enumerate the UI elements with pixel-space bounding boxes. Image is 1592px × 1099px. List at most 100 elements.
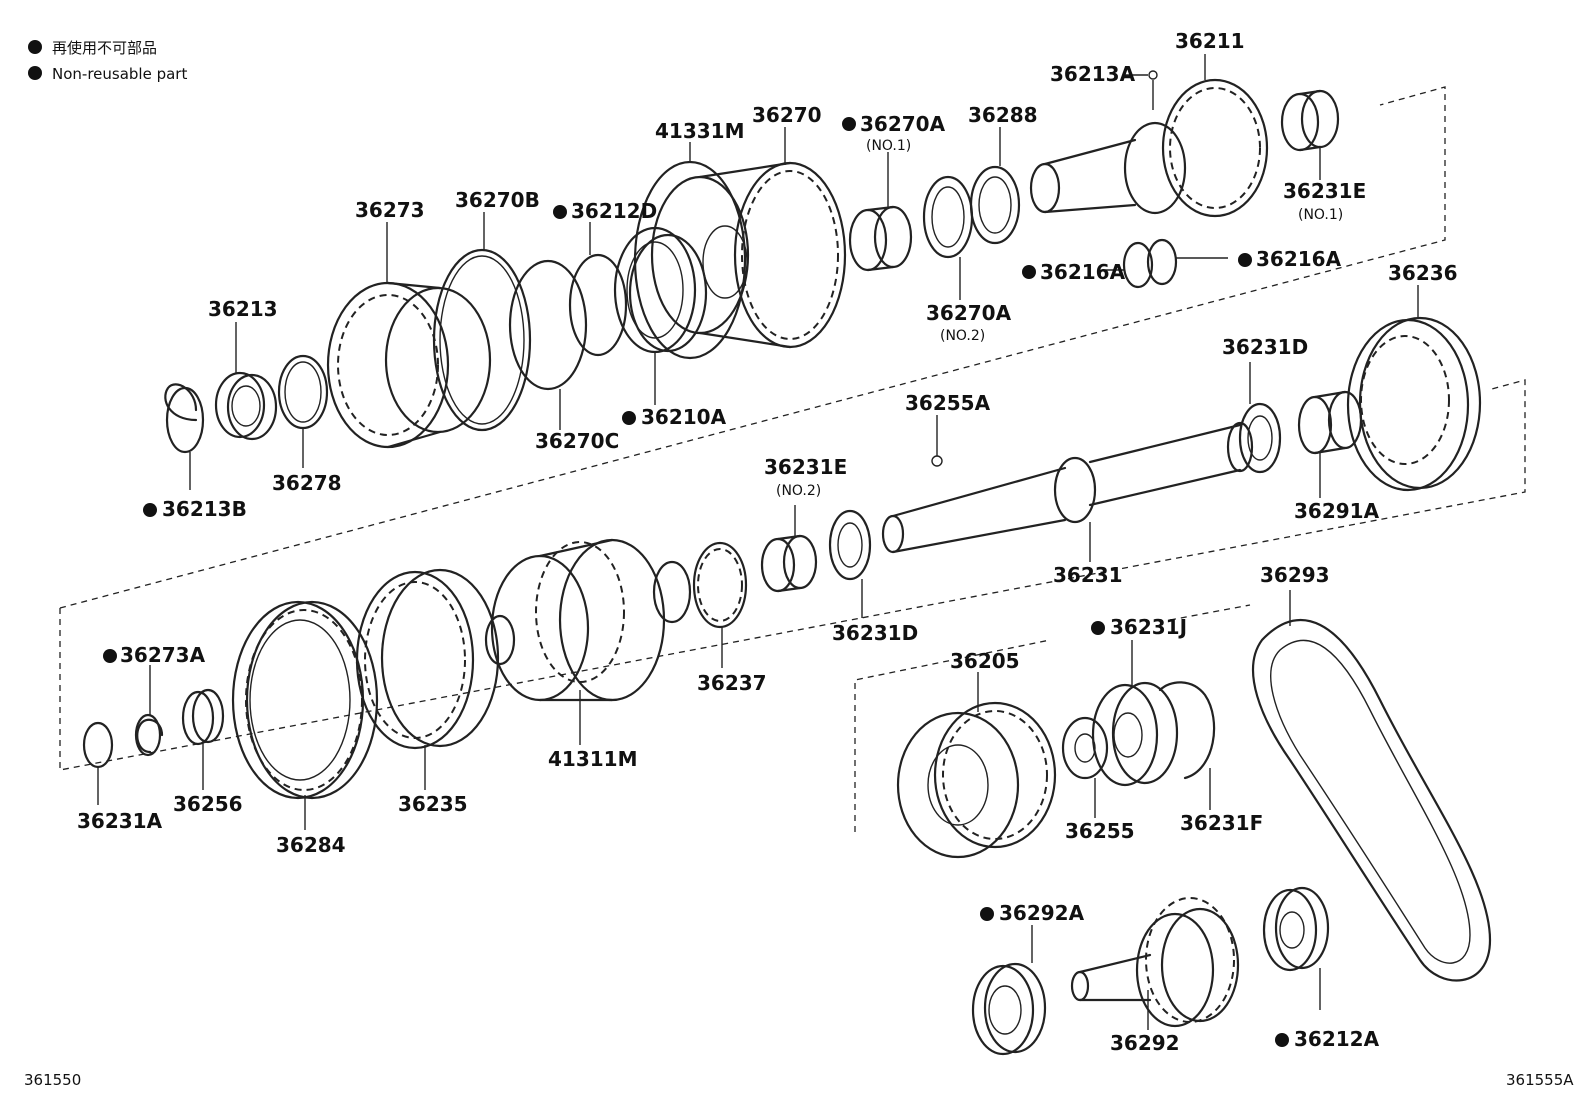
part-label: 36235 [398, 792, 468, 816]
part-label: 36210A [641, 405, 727, 429]
non-reusable-dot-icon [143, 503, 157, 517]
washer-36288 [969, 165, 1021, 245]
part-label: 36216A [1040, 260, 1126, 284]
snap-ring-36231A [82, 721, 114, 769]
part-label: 36292A [999, 901, 1085, 925]
non-reusable-dot-icon [1022, 265, 1036, 279]
group-outlines [59, 86, 1526, 832]
part-label: 36213A [1050, 62, 1136, 86]
bearing-36231E-no1 [1280, 89, 1340, 152]
bearing-36291A [1297, 390, 1363, 455]
bearing-36213 [214, 371, 278, 441]
part-label: 36270B [455, 188, 540, 212]
part-label: 36212A [1294, 1027, 1380, 1051]
output-shaft-36231 [881, 421, 1254, 554]
chain-36293 [1252, 619, 1492, 982]
part-label: 36211 [1175, 29, 1245, 53]
part-label: 36236 [1388, 261, 1458, 285]
part-sublabel: (NO.1) [866, 138, 911, 154]
part-label: 36231 [1053, 563, 1123, 587]
non-reusable-dot-icon [103, 649, 117, 663]
part-label: 36237 [697, 671, 767, 695]
part-label: 41331M [655, 119, 744, 143]
sprocket-36236 [1346, 316, 1482, 492]
drum-41311M [484, 538, 666, 702]
part-label: 36231D [1222, 335, 1308, 359]
non-reusable-dot-icon [28, 40, 42, 54]
legend-japanese: 再使用不可部品 [52, 39, 157, 57]
non-reusable-dot-icon [622, 411, 636, 425]
part-label: 36270A [860, 112, 946, 136]
part-label: 36270C [535, 429, 619, 453]
legend: 再使用不可部品 Non-reusable part [28, 39, 187, 83]
snap-ring-36231F [1158, 681, 1216, 780]
part-sublabel: (NO.1) [1298, 207, 1343, 223]
piston-36210A [613, 226, 708, 354]
washer-36231D-top [1238, 402, 1282, 474]
snap-ring-36212D [568, 253, 628, 357]
part-label: 36273A [120, 643, 206, 667]
non-reusable-dot-icon [1238, 253, 1252, 267]
part-label: 36231D [832, 621, 918, 645]
carrier-36270 [650, 161, 847, 349]
part-label: 36293 [1260, 563, 1330, 587]
part-label: 36231F [1180, 811, 1263, 835]
non-reusable-markers [103, 117, 1289, 1047]
gear-36284 [231, 600, 379, 800]
part-label: 36288 [968, 103, 1038, 127]
needle-bearing-36270A-no1 [848, 205, 913, 272]
snap-ring-36216A [1122, 238, 1178, 289]
part-label: 36231E [764, 455, 847, 479]
clutch-hub-36273 [326, 281, 492, 449]
snap-ring-36213B [164, 383, 205, 454]
part-label: 36213 [208, 297, 278, 321]
bearing-36231J [1091, 681, 1179, 787]
part-label: 36278 [272, 471, 342, 495]
leader-lines [97, 54, 1419, 1030]
non-reusable-dot-icon [1091, 621, 1105, 635]
part-label: 36213B [162, 497, 247, 521]
shaft-36292 [1070, 897, 1240, 1028]
part-sublabel: (NO.2) [940, 328, 985, 344]
snap-ring-36270C [508, 259, 588, 391]
part-label: 36291A [1294, 499, 1380, 523]
input-shaft-36211 [1029, 78, 1269, 218]
upper-group-outline [59, 86, 1446, 609]
part-sublabel: (NO.2) [776, 483, 821, 499]
bearing-36212A [1262, 886, 1330, 972]
non-reusable-dot-icon [842, 117, 856, 131]
part-label: 36270A [926, 301, 1012, 325]
bearing-36256 [181, 688, 225, 746]
bearing-36231E-no2 [760, 534, 818, 593]
part-label: 36231J [1110, 615, 1187, 639]
non-reusable-dot-icon [1275, 1033, 1289, 1047]
part-label: 36255A [905, 391, 991, 415]
gear-36205 [896, 701, 1057, 859]
part-label: 36284 [276, 833, 346, 857]
part-label: 36256 [173, 792, 243, 816]
washer-36278 [277, 354, 329, 430]
thrust-bearing-36270A-no2 [922, 175, 974, 259]
sun-gear-36237 [652, 541, 748, 629]
part-label: 36205 [950, 649, 1020, 673]
bearing-36292A [971, 962, 1047, 1056]
part-label: 36231E [1283, 179, 1366, 203]
washer-36231D-bottom [828, 509, 872, 581]
part-label: 36273 [355, 198, 425, 222]
figure-id-left: 361550 [24, 1071, 81, 1089]
snap-ring-36273A [134, 713, 164, 757]
lower-group-outline [59, 379, 1526, 771]
figure-id-right: 361555A [1506, 1071, 1574, 1089]
legend-english: Non-reusable part [52, 65, 187, 83]
part-label: 36216A [1256, 247, 1342, 271]
part-label: 36231A [77, 809, 163, 833]
part-label: 36292 [1110, 1031, 1180, 1055]
part-label: 36212D [571, 199, 657, 223]
part-label: 41311M [548, 747, 637, 771]
snap-ring-36270B [432, 248, 532, 432]
part-labels: 36211 36213A 36231E (NO.1) 36216A 36216A… [77, 29, 1458, 1055]
part-label: 36255 [1065, 819, 1135, 843]
gear-36235 [355, 568, 500, 750]
non-reusable-dot-icon [980, 907, 994, 921]
